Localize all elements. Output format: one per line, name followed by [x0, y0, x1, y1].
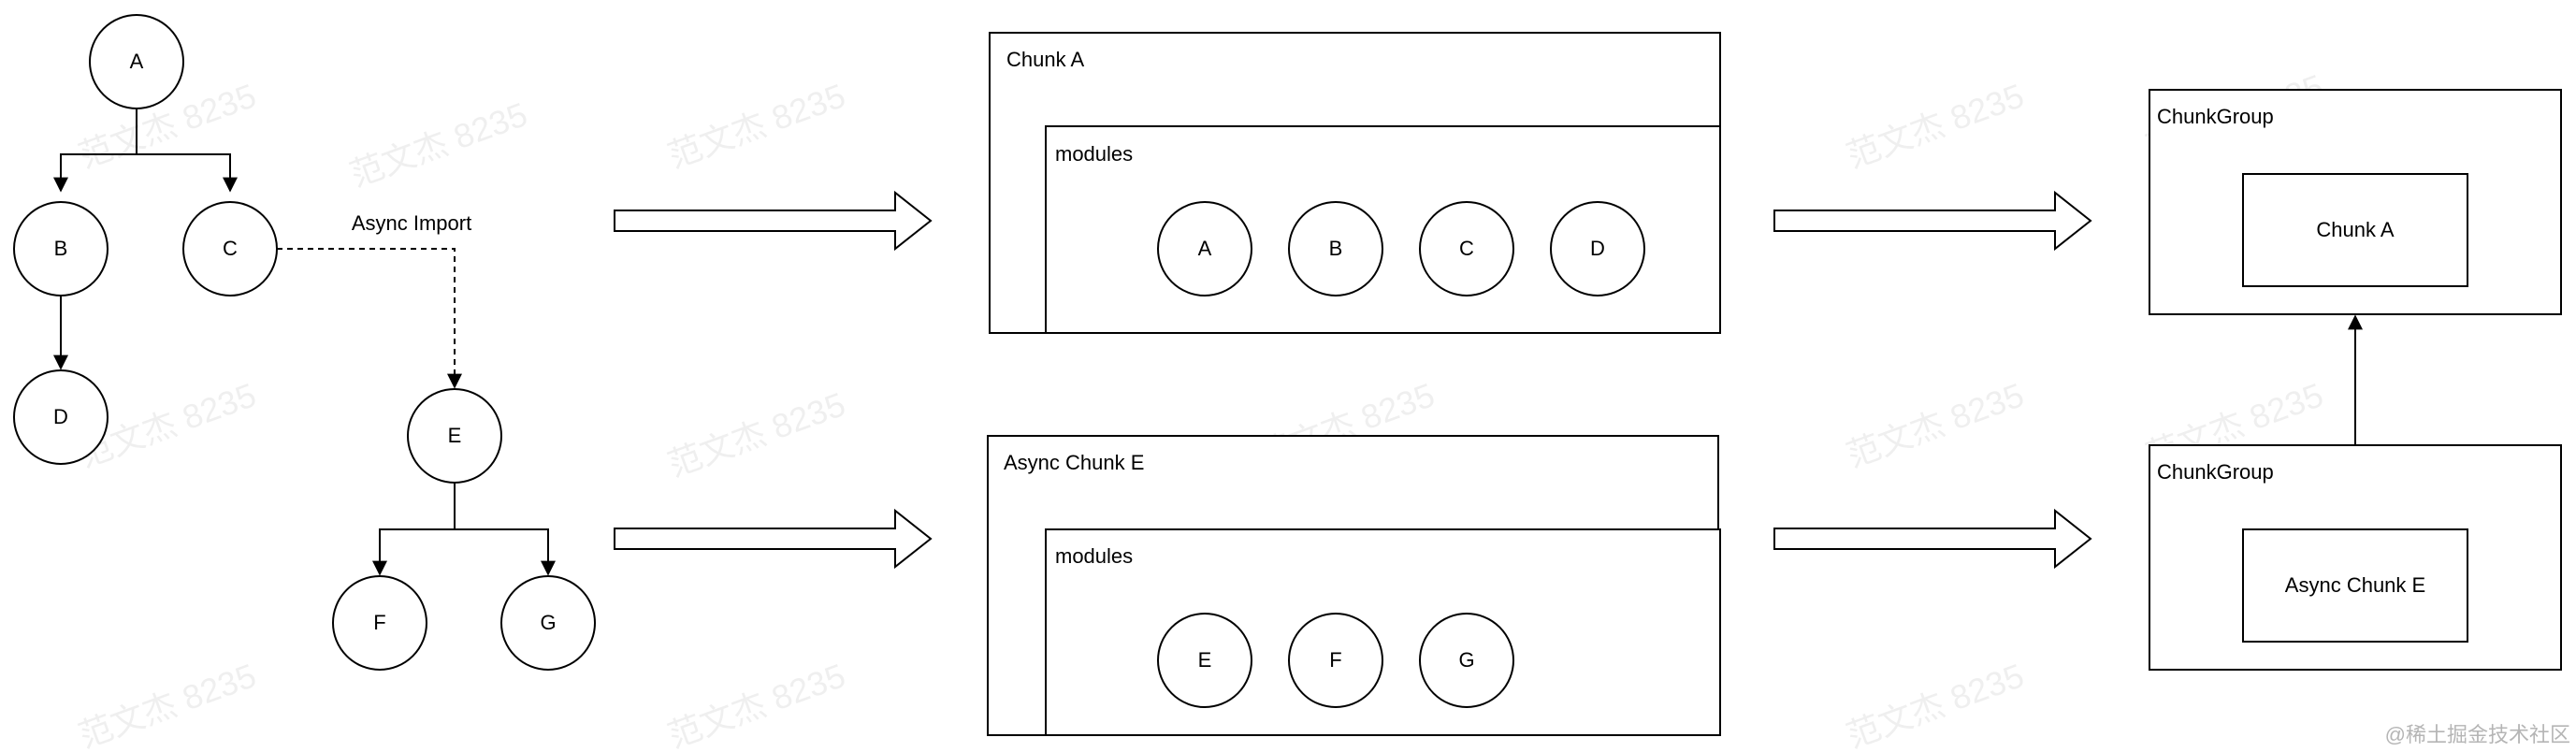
module-e: E: [1157, 613, 1252, 708]
tree-node-d: D: [13, 369, 109, 465]
modules-label: modules: [1055, 544, 1133, 568]
flow-arrow-tree-to-chunk-a: [614, 190, 933, 252]
module-label: E: [1198, 648, 1212, 672]
tree-node-f: F: [332, 575, 427, 671]
node-label: E: [448, 424, 462, 447]
chunk-ref-box: [2242, 528, 2468, 643]
module-c: C: [1419, 201, 1514, 296]
module-label: C: [1459, 237, 1474, 260]
tree-node-c: C: [182, 201, 278, 296]
watermark: 范文杰 8235: [663, 656, 850, 752]
watermark: 范文杰 8235: [663, 76, 850, 175]
tree-node-g: G: [500, 575, 596, 671]
module-label: D: [1590, 237, 1605, 260]
chunk-a-box: Chunk A modules A B C D: [989, 32, 1721, 334]
async-import-label: Async Import: [352, 211, 471, 235]
node-label: G: [540, 611, 556, 634]
chunk-group-title: ChunkGroup: [2157, 460, 2274, 484]
module-label: B: [1329, 237, 1343, 260]
node-label: F: [373, 611, 385, 634]
watermark: 范文杰 8235: [663, 384, 850, 484]
edge-a-b: [53, 108, 137, 193]
module-label: A: [1198, 237, 1212, 260]
chunk-ref-box: [2242, 173, 2468, 287]
module-f: F: [1288, 613, 1383, 708]
flow-arrow-chunk-e-to-group: [1773, 508, 2092, 570]
watermark: 范文杰 8235: [1842, 76, 2029, 175]
watermark: 范文杰 8235: [1842, 375, 2029, 474]
chunk-group-title: ChunkGroup: [2157, 105, 2274, 128]
edge-e-g: [455, 528, 556, 576]
module-label: G: [1458, 648, 1474, 672]
tree-node-e: E: [407, 388, 502, 484]
modules-label: modules: [1055, 142, 1133, 166]
watermark: 范文杰 8235: [1842, 656, 2029, 752]
watermark: 范文杰 8235: [345, 94, 532, 194]
chunk-ref-label: Chunk A: [2316, 218, 2394, 241]
module-d: D: [1550, 201, 1645, 296]
flow-arrow-tree-to-chunk-e: [614, 508, 933, 570]
node-label: B: [54, 237, 68, 260]
module-g: G: [1419, 613, 1514, 708]
chunk-group-top: ChunkGroup Chunk A: [2149, 89, 2562, 315]
flow-arrow-chunk-a-to-group: [1773, 190, 2092, 252]
edge-a-c: [137, 153, 238, 193]
chunk-title: Async Chunk E: [1004, 451, 1144, 474]
chunk-e-box: Async Chunk E modules E F G: [987, 435, 1721, 736]
chunk-group-bottom: ChunkGroup Async Chunk E: [2149, 444, 2562, 671]
dependency-tree: Async Import A B C D E F G: [13, 14, 596, 671]
node-label: D: [53, 405, 68, 428]
corner-watermark: @稀土掘金技术社区: [2384, 723, 2570, 746]
module-b: B: [1288, 201, 1383, 296]
module-a: A: [1157, 201, 1252, 296]
watermark: 范文杰 8235: [74, 656, 261, 752]
chunk-ref-label: Async Chunk E: [2285, 573, 2425, 597]
chunk-title: Chunk A: [1006, 48, 1084, 71]
modules-box: [1045, 528, 1721, 736]
node-label: C: [223, 237, 238, 260]
edge-e-f: [372, 483, 456, 576]
node-label: A: [130, 50, 144, 73]
tree-node-a: A: [89, 14, 184, 109]
module-label: F: [1329, 648, 1341, 672]
edge-c-e-async: [277, 248, 462, 389]
tree-node-b: B: [13, 201, 109, 296]
